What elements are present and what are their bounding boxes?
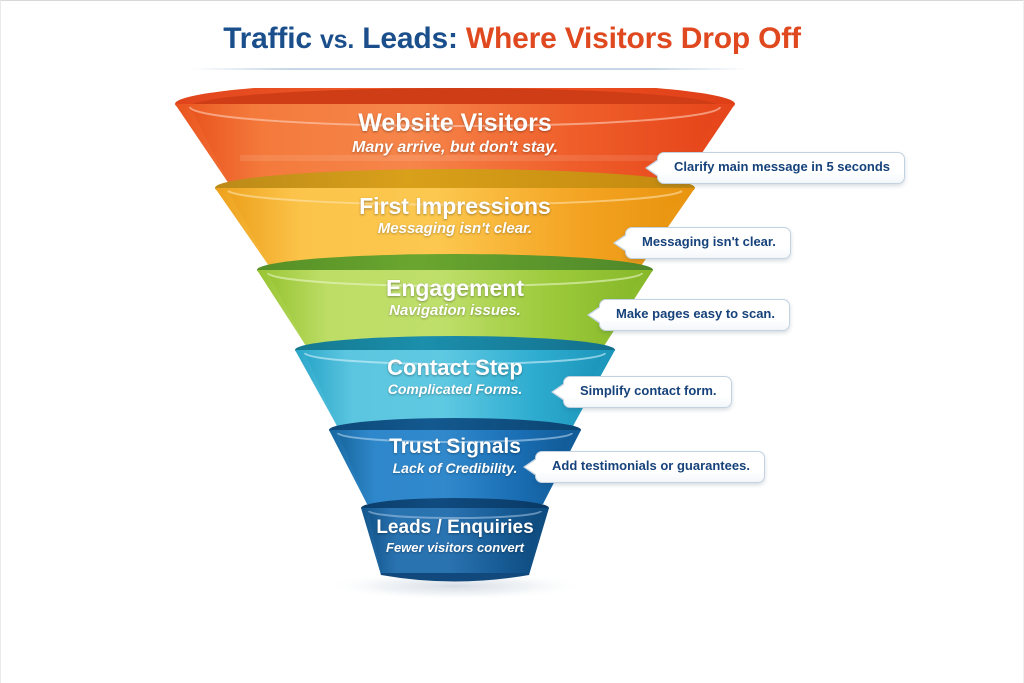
funnel-stage-4	[295, 336, 615, 426]
callout-stage-2[interactable]: Messaging isn't clear.	[613, 227, 791, 259]
title-block: Traffic vs. Leads: Where Visitors Drop O…	[0, 22, 1024, 55]
callout-stage-3-label: Make pages easy to scan.	[616, 306, 775, 321]
funnel-stage-5	[329, 418, 581, 504]
callout-stage-5[interactable]: Add testimonials or guarantees.	[523, 451, 765, 483]
callout-stage-1[interactable]: Clarify main message in 5 seconds	[644, 152, 906, 184]
page-title-primary: Traffic	[223, 22, 312, 55]
callout-stage-4-label: Simplify contact form.	[580, 383, 717, 398]
funnel-ground-shadow	[325, 572, 585, 598]
funnel-stage-2	[215, 169, 695, 266]
callout-stage-4[interactable]: Simplify contact form.	[551, 376, 732, 408]
callout-stage-2-label: Messaging isn't clear.	[642, 234, 776, 249]
funnel-stage-6	[361, 498, 549, 582]
title-divider	[190, 68, 750, 70]
funnel-stage-1	[175, 88, 735, 184]
callout-stage-1-label: Clarify main message in 5 seconds	[674, 159, 891, 174]
funnel-chart: Website Visitors Many arrive, but don't …	[0, 88, 1024, 598]
page-title: Traffic vs. Leads: Where Visitors Drop O…	[0, 22, 1024, 55]
callout-stage-5-label: Add testimonials or guarantees.	[552, 458, 750, 473]
funnel-svg	[175, 88, 735, 598]
callout-stage-3[interactable]: Make pages easy to scan.	[587, 299, 790, 331]
funnel-stage-3	[257, 254, 653, 346]
page-title-primary-2: Leads:	[362, 22, 458, 55]
page-title-connector: vs.	[319, 26, 355, 54]
page-title-accent: Where Visitors Drop Off	[465, 22, 801, 55]
